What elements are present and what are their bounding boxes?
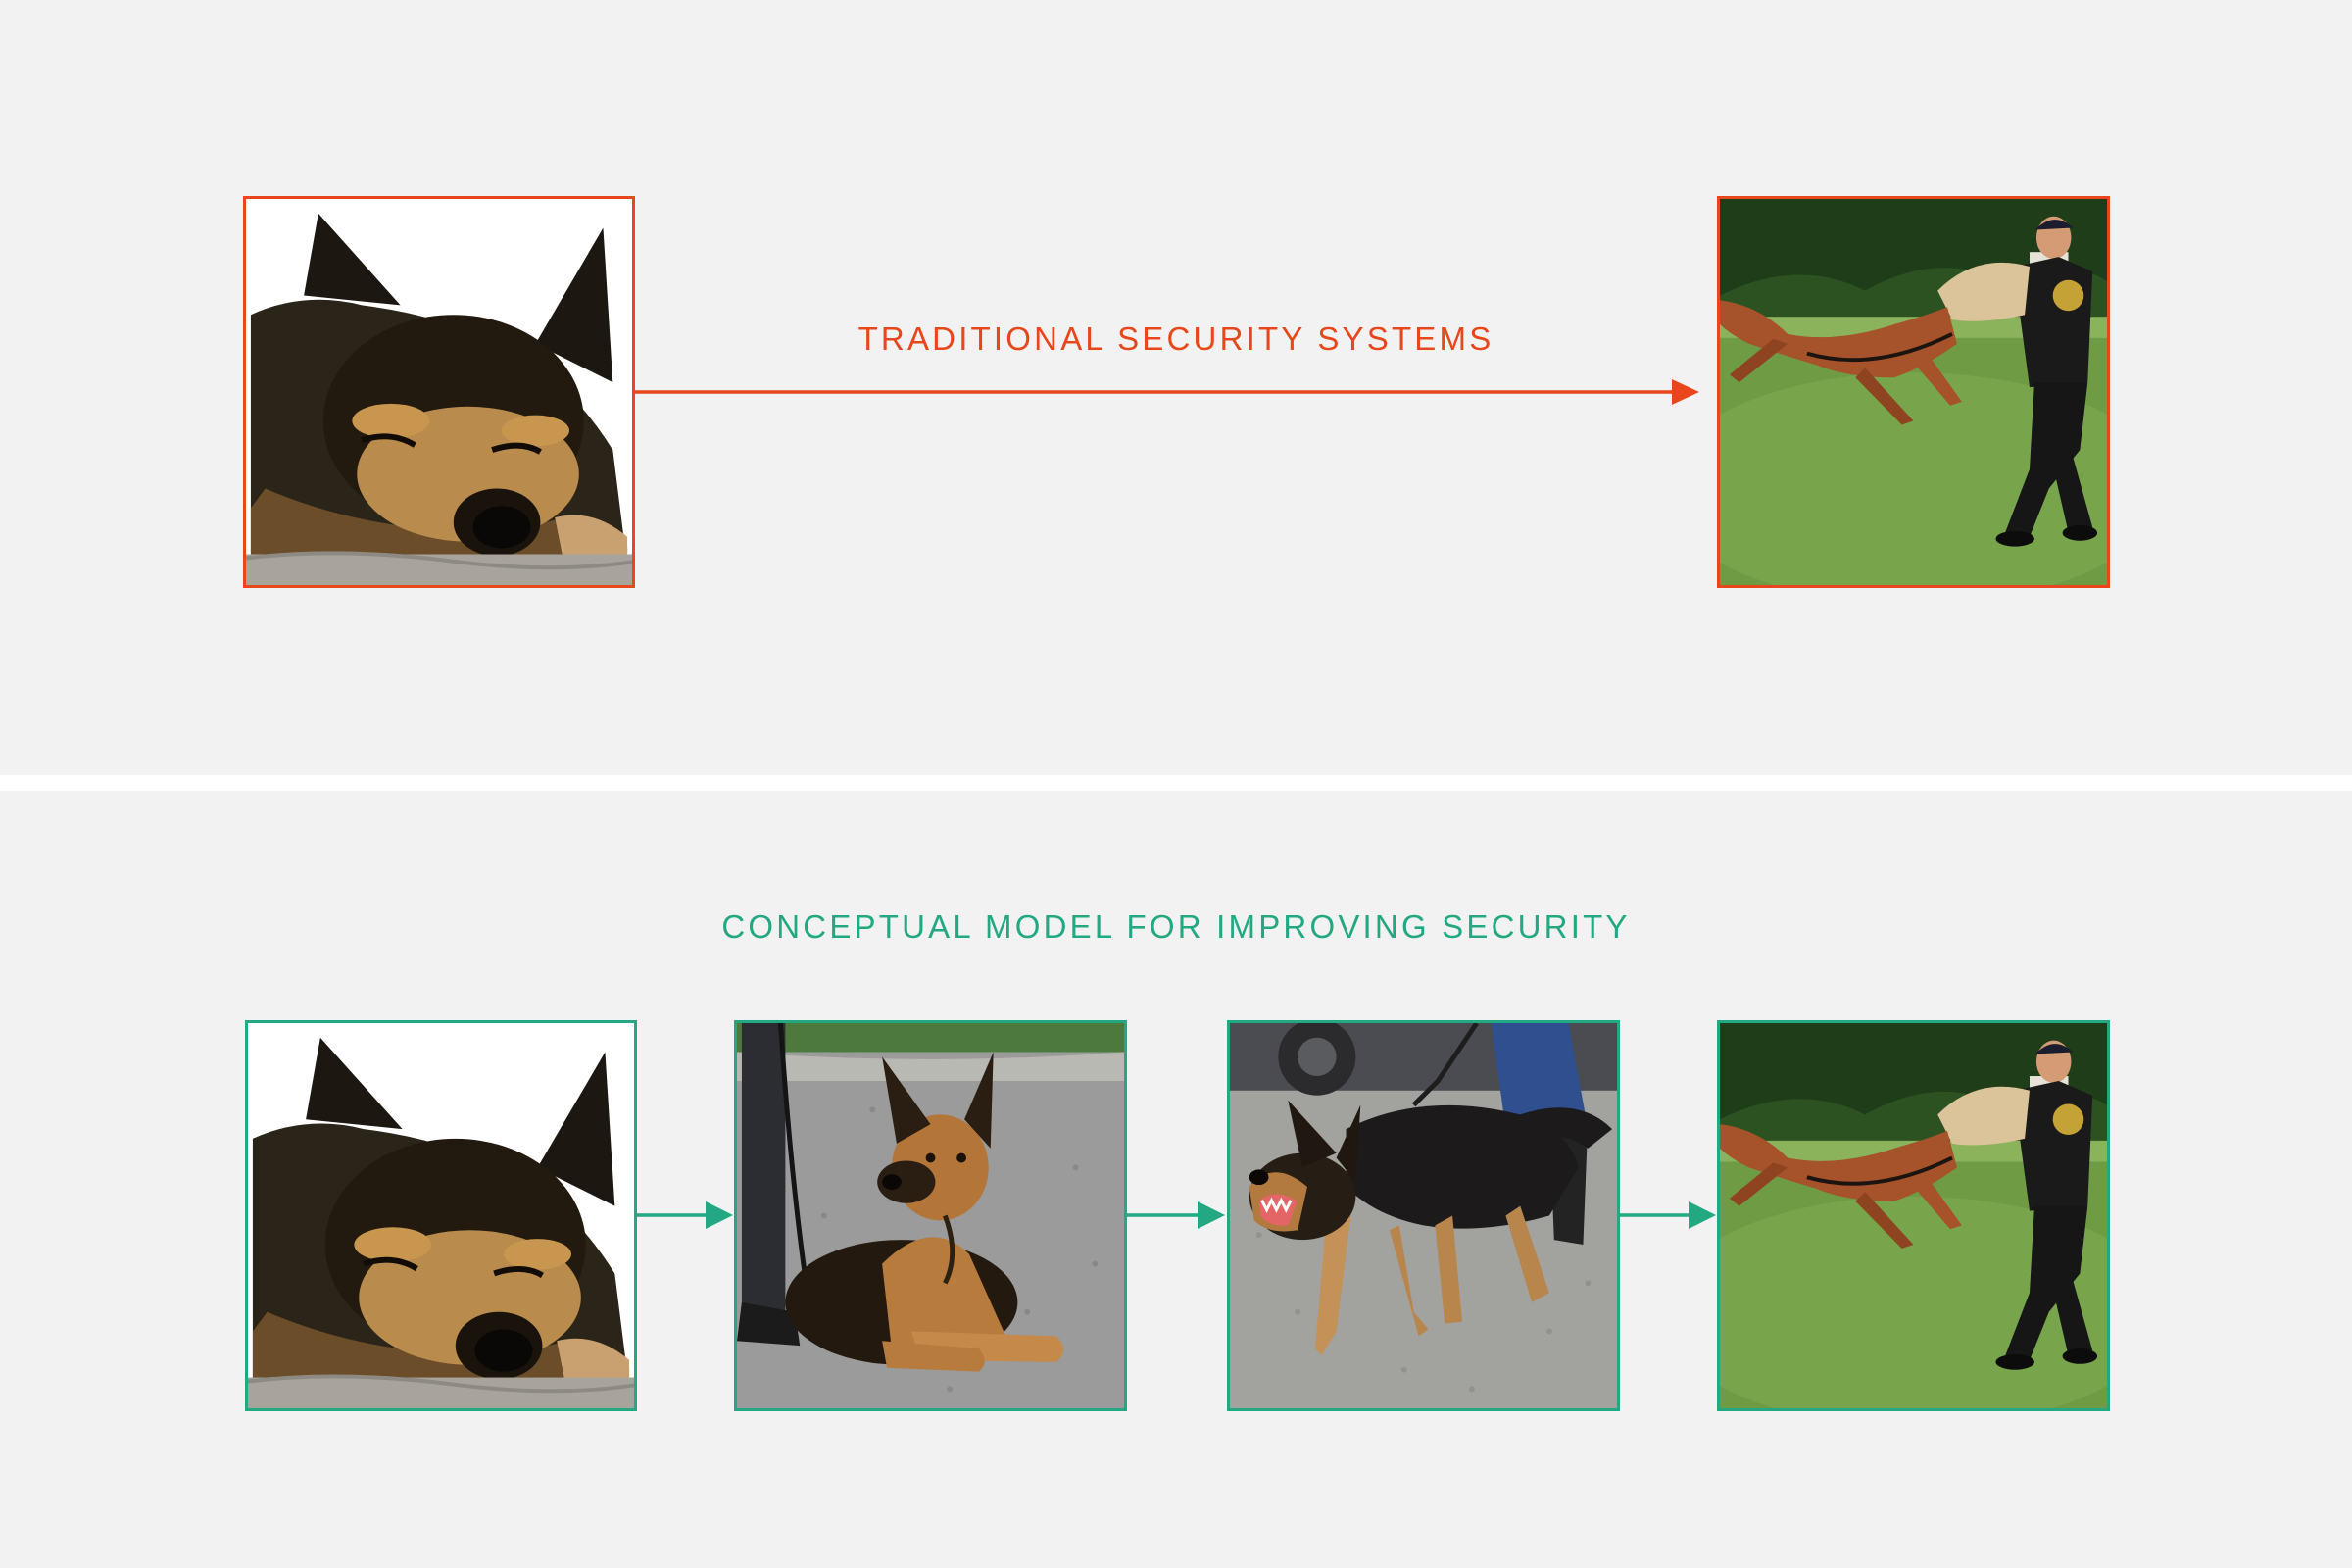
traditional-arrow-line (635, 379, 1699, 405)
sleeping-dog-photo (248, 1023, 634, 1408)
alert-dog-photo (737, 1023, 1124, 1408)
growling-dog-photo (1230, 1023, 1617, 1408)
traditional-end-photo-frame (1717, 196, 2110, 588)
conceptual-arrow-2 (1127, 1201, 1225, 1229)
attack-training-photo (1720, 199, 2107, 585)
attack-training-photo (1720, 1023, 2107, 1408)
conceptual-stage-1-frame (245, 1020, 637, 1411)
conceptual-stage-4-frame (1717, 1020, 2110, 1411)
traditional-security-label: TRADITIONAL SECURITY SYSTEMS (858, 320, 1494, 357)
traditional-start-photo-frame (243, 196, 635, 588)
sleeping-dog-photo (246, 199, 632, 585)
conceptual-stage-2-frame (734, 1020, 1127, 1411)
traditional-panel: TRADITIONAL SECURITY SYSTEMS (0, 0, 2352, 775)
conceptual-arrow-3 (1620, 1201, 1716, 1229)
conceptual-model-label: CONCEPTUAL MODEL FOR IMPROVING SECURITY (721, 908, 1631, 945)
conceptual-stage-3-frame (1227, 1020, 1620, 1411)
conceptual-arrow-1 (637, 1201, 733, 1229)
